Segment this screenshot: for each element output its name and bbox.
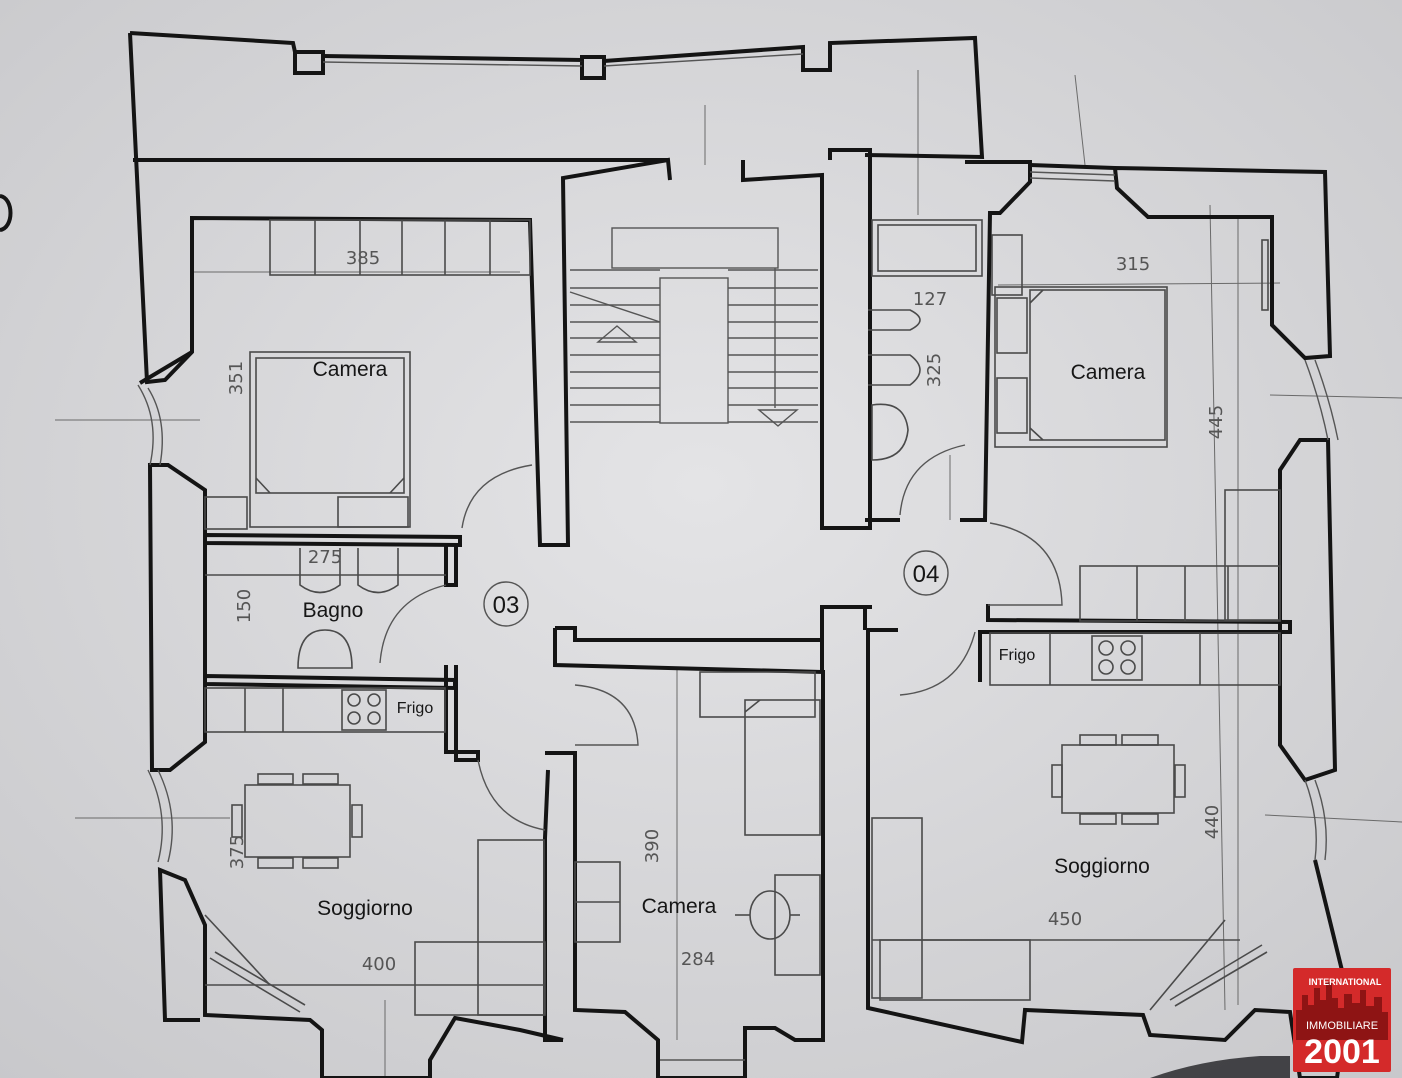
unit-marker-03: 03 [483,581,529,627]
dim-445: 445 [1206,405,1227,439]
unit-label-03: 03 [493,592,520,619]
staircase [569,227,818,427]
dim-440: 440 [1202,805,1223,839]
room-label-bagno: Bagno [303,599,364,622]
exterior-walls [128,31,1351,1078]
room-label-camera-bottom: Camera [642,895,717,918]
furniture-unit-04 [868,219,1281,1011]
dimension-labels: 385 351 275 150 375 400 390 284 127 325 … [226,248,1227,975]
furniture-camera-center [574,671,821,976]
unit-marker-04: 04 [903,550,949,596]
dim-275: 275 [308,547,342,568]
logo-line-1: INTERNATIONAL [1309,977,1382,987]
dim-351: 351 [226,361,247,395]
room-label-camera-top-right: Camera [1071,361,1146,384]
unit-label-04: 04 [913,561,940,588]
interior-walls [203,518,1292,762]
dim-127: 127 [913,289,947,310]
dim-450: 450 [1048,909,1082,930]
dim-325: 325 [924,353,945,387]
logo-line-2: IMMOBILIARE [1306,1020,1378,1032]
room-label-soggiorno-left: Soggiorno [317,897,413,920]
axis-lines [55,70,1402,1078]
logo-line-3: 2001 [1304,1033,1380,1071]
room-label-soggiorno-right: Soggiorno [1054,855,1150,878]
cut-off-glyph [0,194,13,232]
room-label-frigo-left: Frigo [397,700,434,717]
dim-385: 385 [346,248,380,269]
dim-150: 150 [234,589,255,623]
dim-390: 390 [642,829,663,863]
dim-375: 375 [227,835,248,869]
room-label-camera-top-left: Camera [313,358,388,381]
dim-400: 400 [362,954,396,975]
dim-315: 315 [1116,254,1150,275]
room-label-frigo-right: Frigo [999,647,1036,664]
furniture-unit-03 [204,219,639,1016]
windows [137,53,1339,1061]
dim-284: 284 [681,949,715,970]
agency-logo: INTERNATIONAL IMMOBILIARE 2001 [1293,968,1391,1072]
photo-shadow [1150,1056,1290,1078]
